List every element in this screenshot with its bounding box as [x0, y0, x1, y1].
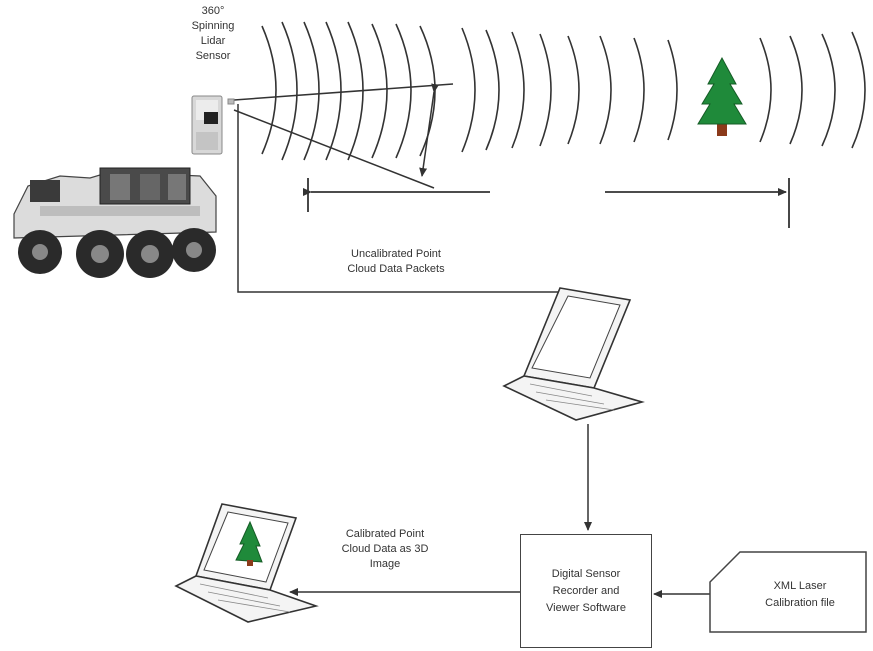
software-box-line3: Viewer Software: [546, 601, 626, 614]
software-box-line1: Digital Sensor: [551, 567, 621, 580]
calibration-file-label: XML Laser Calibration file: [740, 578, 860, 612]
laser-beam-lines: [233, 83, 454, 189]
scan-wave-arcs: [261, 21, 866, 161]
sensor-label-line4: Sensor: [195, 50, 231, 62]
calibrated-label-line1: Calibrated Point: [345, 528, 425, 540]
sensor-to-laptop-line: [237, 104, 560, 293]
calibration-file-shape: [709, 551, 867, 633]
lidar-sensor-icon: [191, 95, 235, 155]
uncalibrated-label-line2: Cloud Data Packets: [347, 263, 445, 275]
software-box: Digital Sensor Recorder and Viewer Softw…: [520, 534, 652, 648]
8-wheel-atv-icon: [13, 167, 217, 278]
calibrated-label-line2: Cloud Data as 3D: [341, 543, 429, 555]
calibrated-label: Calibrated Point Cloud Data as 3D Image: [320, 527, 450, 572]
range-dimension: [303, 178, 790, 228]
laptop-icon: [502, 287, 645, 421]
pine-tree-icon: [697, 56, 747, 136]
uncalibrated-label-line1: Uncalibrated Point: [351, 248, 441, 260]
sensor-label-line1: 360°: [201, 5, 225, 17]
software-box-line2: Recorder and: [552, 584, 620, 597]
sensor-label: 360° Spinning Lidar Sensor: [178, 4, 248, 64]
calibrated-label-line3: Image: [369, 558, 401, 570]
sensor-label-line2: Spinning: [191, 20, 235, 32]
calibration-file-line1: XML Laser: [773, 580, 827, 592]
sensor-label-line3: Lidar: [200, 35, 226, 47]
calibration-file-line2: Calibration file: [765, 597, 835, 609]
laptop-icon-display: [174, 503, 319, 623]
uncalibrated-label: Uncalibrated Point Cloud Data Packets: [316, 247, 476, 277]
pine-tree-icon: [235, 520, 263, 566]
